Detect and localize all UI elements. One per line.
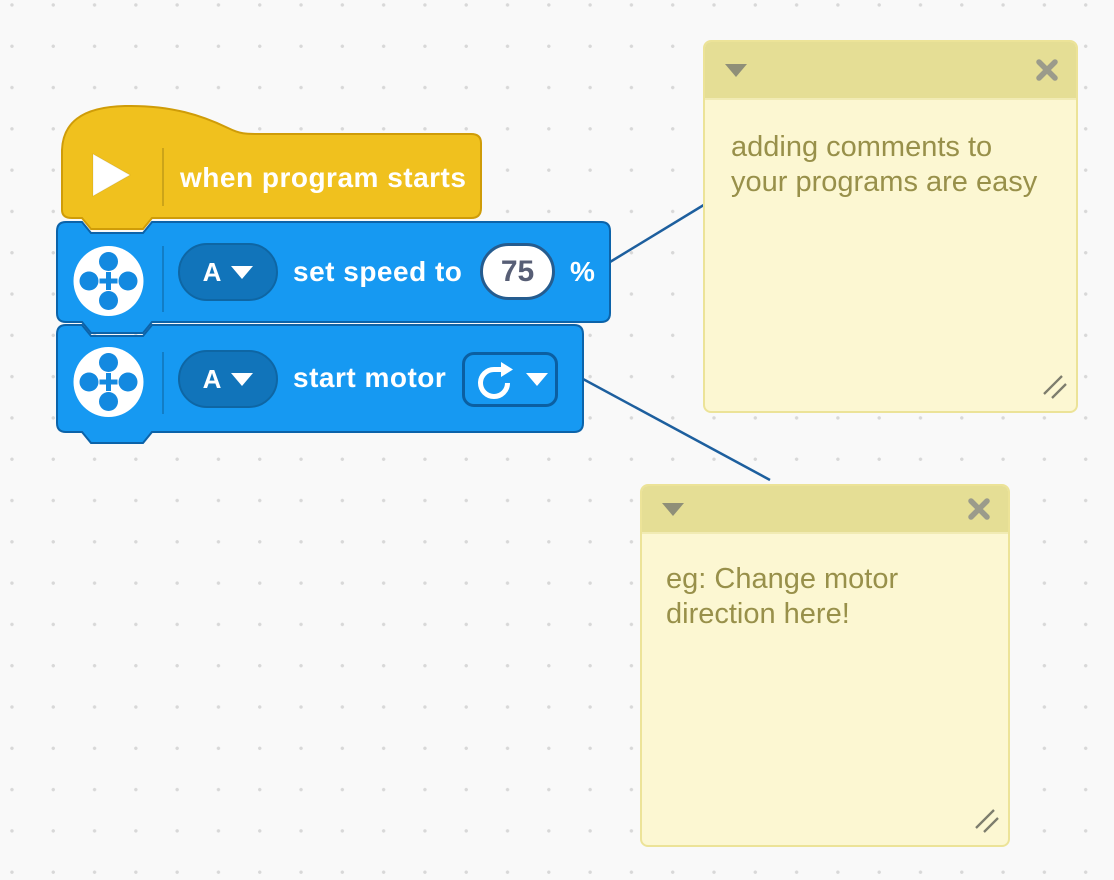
comment-header[interactable] — [705, 42, 1076, 100]
comment-text-line: direction here! — [666, 598, 850, 630]
comment-close-button[interactable] — [1034, 57, 1060, 83]
chevron-down-icon — [526, 373, 548, 386]
close-icon — [1036, 59, 1058, 81]
comment-body: eg: Change motor direction here! — [642, 534, 1008, 632]
port-dropdown-set-speed[interactable]: A — [178, 243, 278, 301]
close-icon — [968, 498, 990, 520]
set-speed-label: set speed to — [293, 256, 463, 287]
rotate-clockwise-icon — [478, 361, 513, 399]
play-icon — [92, 153, 132, 197]
block-start-motor[interactable] — [56, 324, 584, 444]
block-hat-shape[interactable] — [61, 104, 482, 230]
comment-text[interactable]: adding comments to your programs are eas… — [705, 100, 1076, 200]
caret-down-icon — [662, 502, 684, 516]
comment-connector-line-2 — [582, 377, 771, 482]
speed-value: 75 — [500, 254, 535, 288]
comment-text[interactable]: eg: Change motor direction here! — [642, 534, 1008, 632]
port-dropdown-start-motor[interactable]: A — [178, 350, 278, 408]
port-letter: A — [202, 364, 222, 394]
motor-icon — [73, 347, 144, 417]
comment-resize-handle[interactable] — [1042, 374, 1068, 405]
direction-dropdown[interactable] — [462, 352, 558, 407]
comment-box[interactable]: adding comments to your programs are eas… — [703, 40, 1078, 413]
comment-collapse-button[interactable] — [660, 496, 686, 522]
motor-icon — [73, 246, 144, 316]
chevron-down-icon — [231, 265, 254, 279]
comment-close-button[interactable] — [966, 496, 992, 522]
hat-block-label: when program starts — [180, 162, 467, 193]
comment-text-line: eg: Change motor — [666, 563, 899, 595]
comment-resize-handle[interactable] — [974, 808, 1000, 839]
comment-connector-line-1 — [609, 201, 708, 264]
chevron-down-icon — [231, 372, 254, 386]
comment-collapse-button[interactable] — [723, 57, 749, 83]
caret-down-icon — [725, 63, 747, 77]
comment-body: adding comments to your programs are eas… — [705, 100, 1076, 200]
percent-label: % — [570, 256, 596, 287]
comment-text-line: your programs are easy — [731, 166, 1038, 198]
comment-header[interactable] — [642, 486, 1008, 534]
block-when-program-starts[interactable] — [61, 104, 482, 230]
port-letter: A — [202, 257, 222, 287]
comment-box[interactable]: eg: Change motor direction here! — [640, 484, 1010, 847]
block-start-motor-shape[interactable] — [56, 324, 584, 444]
resize-handle-icon — [1043, 375, 1067, 399]
speed-value-input[interactable]: 75 — [480, 243, 555, 300]
comment-text-line: adding comments to — [731, 131, 993, 163]
resize-handle-icon — [975, 809, 999, 833]
start-motor-label: start motor — [293, 362, 447, 393]
